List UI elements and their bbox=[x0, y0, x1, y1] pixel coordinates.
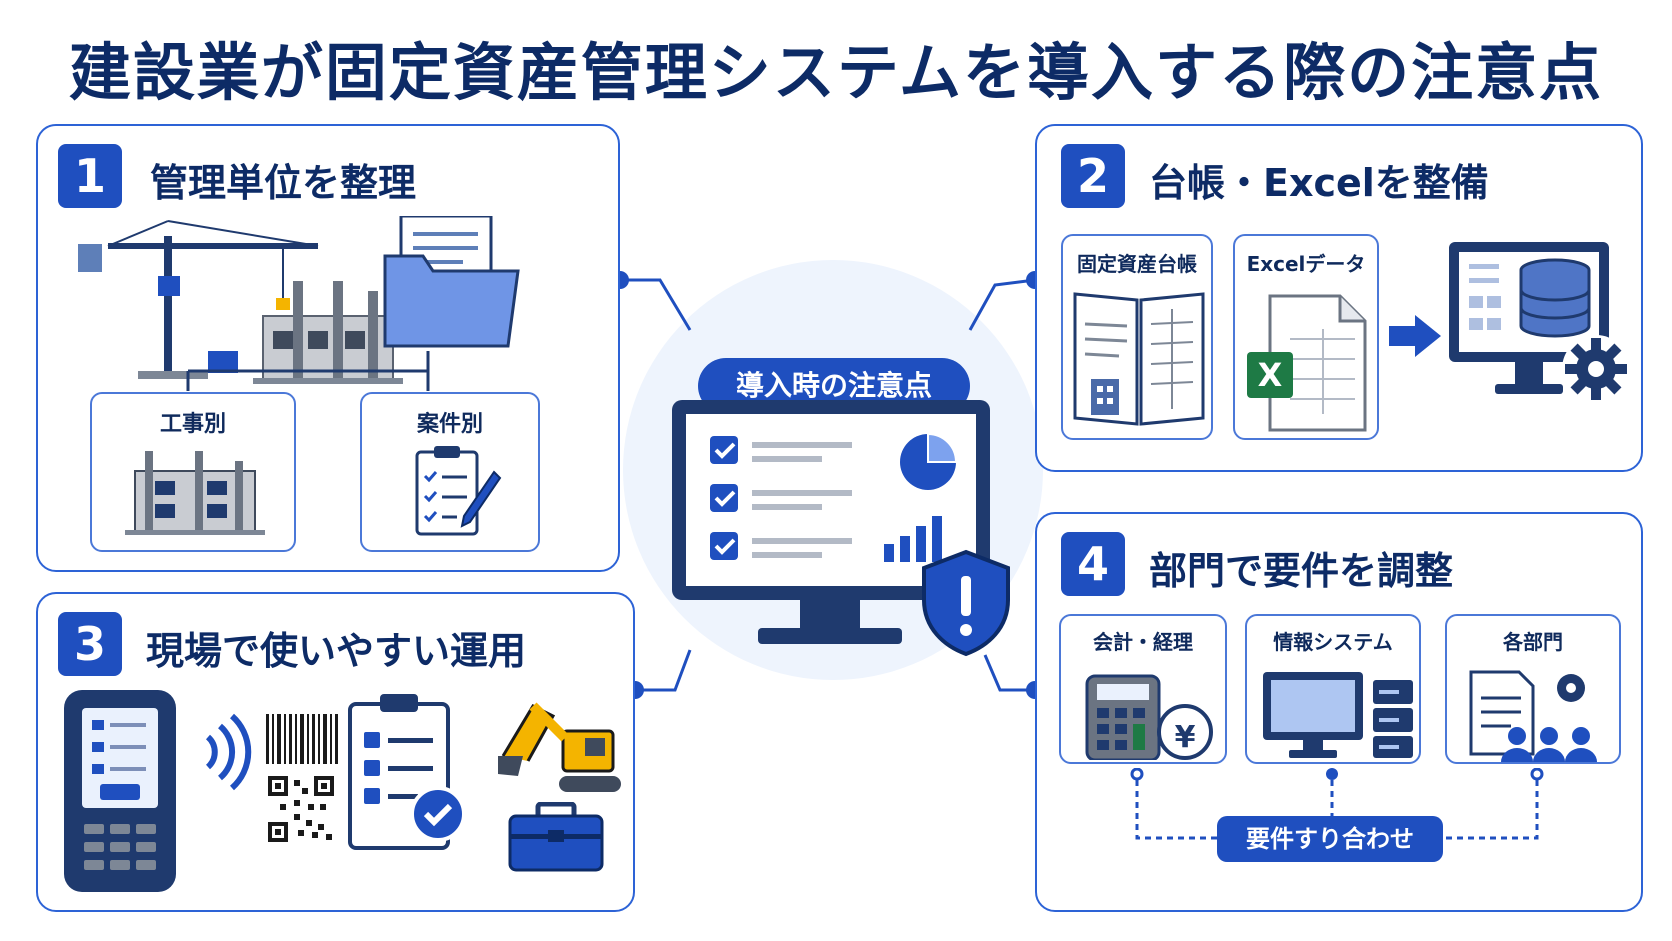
item-each-department: 各部門 bbox=[1445, 614, 1621, 764]
item-label: 各部門 bbox=[1503, 630, 1563, 654]
gear-icon bbox=[1562, 335, 1630, 403]
checklist-icon bbox=[348, 694, 466, 850]
panel-ledger-excel: 2 台帳・Excelを整備 固定資産台帳 Excelデータ bbox=[1035, 124, 1643, 472]
item-label: 案件別 bbox=[416, 412, 483, 437]
panel-title: 現場で使いやすい運用 bbox=[146, 629, 527, 673]
dotted-connector bbox=[1130, 768, 1544, 840]
panel-title: 台帳・Excelを整備 bbox=[1149, 161, 1489, 205]
crane-icon bbox=[78, 220, 319, 379]
panel-number: 2 bbox=[1061, 144, 1125, 208]
panel-department-requirements: 4 部門で要件を調整 会計・経理 ¥ 情報システム bbox=[1035, 512, 1643, 912]
folder-icon bbox=[383, 216, 520, 348]
item-label: 会計・経理 bbox=[1093, 630, 1193, 654]
panel-number: 3 bbox=[58, 612, 122, 676]
document-team-icon bbox=[1469, 670, 1597, 762]
qr-code-icon bbox=[268, 776, 334, 842]
clipboard-pen-icon bbox=[415, 446, 502, 536]
shield-alert-icon bbox=[922, 549, 1010, 657]
barcode-icon bbox=[266, 714, 338, 764]
database-monitor-icon bbox=[1449, 242, 1609, 394]
bar-chart-icon bbox=[884, 516, 942, 562]
item-by-construction: 工事別 bbox=[90, 392, 296, 552]
page-title: 建設業が固定資産管理システムを導入する際の注意点 bbox=[68, 36, 1604, 109]
item-label: 情報システム bbox=[1273, 630, 1393, 654]
computer-server-icon bbox=[1263, 672, 1413, 758]
yen-symbol: ¥ bbox=[1174, 720, 1196, 755]
building-icon bbox=[125, 451, 265, 535]
panel-management-units: 1 管理単位を整理 工事別 bbox=[36, 124, 620, 572]
item-label: 固定資産台帳 bbox=[1077, 252, 1197, 276]
item-information-systems: 情報システム bbox=[1245, 614, 1421, 764]
panel-title: 部門で要件を調整 bbox=[1149, 549, 1454, 593]
pie-chart-icon bbox=[900, 432, 958, 490]
panel-number: 1 bbox=[58, 144, 122, 208]
arrow-right-icon bbox=[1389, 315, 1441, 357]
item-label: 工事別 bbox=[159, 412, 226, 437]
item-label: Excelデータ bbox=[1246, 252, 1366, 276]
coordination-badge: 要件すり合わせ bbox=[1217, 816, 1443, 862]
ledger-book-icon bbox=[1073, 292, 1205, 426]
toolbox-icon bbox=[508, 802, 604, 872]
tree-connector bbox=[186, 351, 430, 391]
calculator-yen-icon bbox=[1085, 674, 1213, 760]
item-fixed-asset-ledger: 固定資産台帳 bbox=[1061, 234, 1213, 440]
excavator-icon bbox=[498, 702, 621, 792]
excel-file-icon bbox=[1247, 294, 1367, 432]
panel-number: 4 bbox=[1061, 532, 1125, 596]
panel-field-operation: 3 現場で使いやすい運用 bbox=[36, 592, 635, 912]
panel-title: 管理単位を整理 bbox=[150, 161, 417, 205]
item-by-project: 案件別 bbox=[360, 392, 540, 552]
item-accounting: 会計・経理 ¥ bbox=[1059, 614, 1227, 764]
excel-x-letter: X bbox=[1257, 356, 1283, 394]
monitor-checklist-icon bbox=[672, 400, 990, 644]
handheld-scanner-icon bbox=[64, 690, 176, 892]
wireless-signal-icon bbox=[205, 713, 252, 791]
item-excel-data: Excelデータ X bbox=[1233, 234, 1379, 440]
